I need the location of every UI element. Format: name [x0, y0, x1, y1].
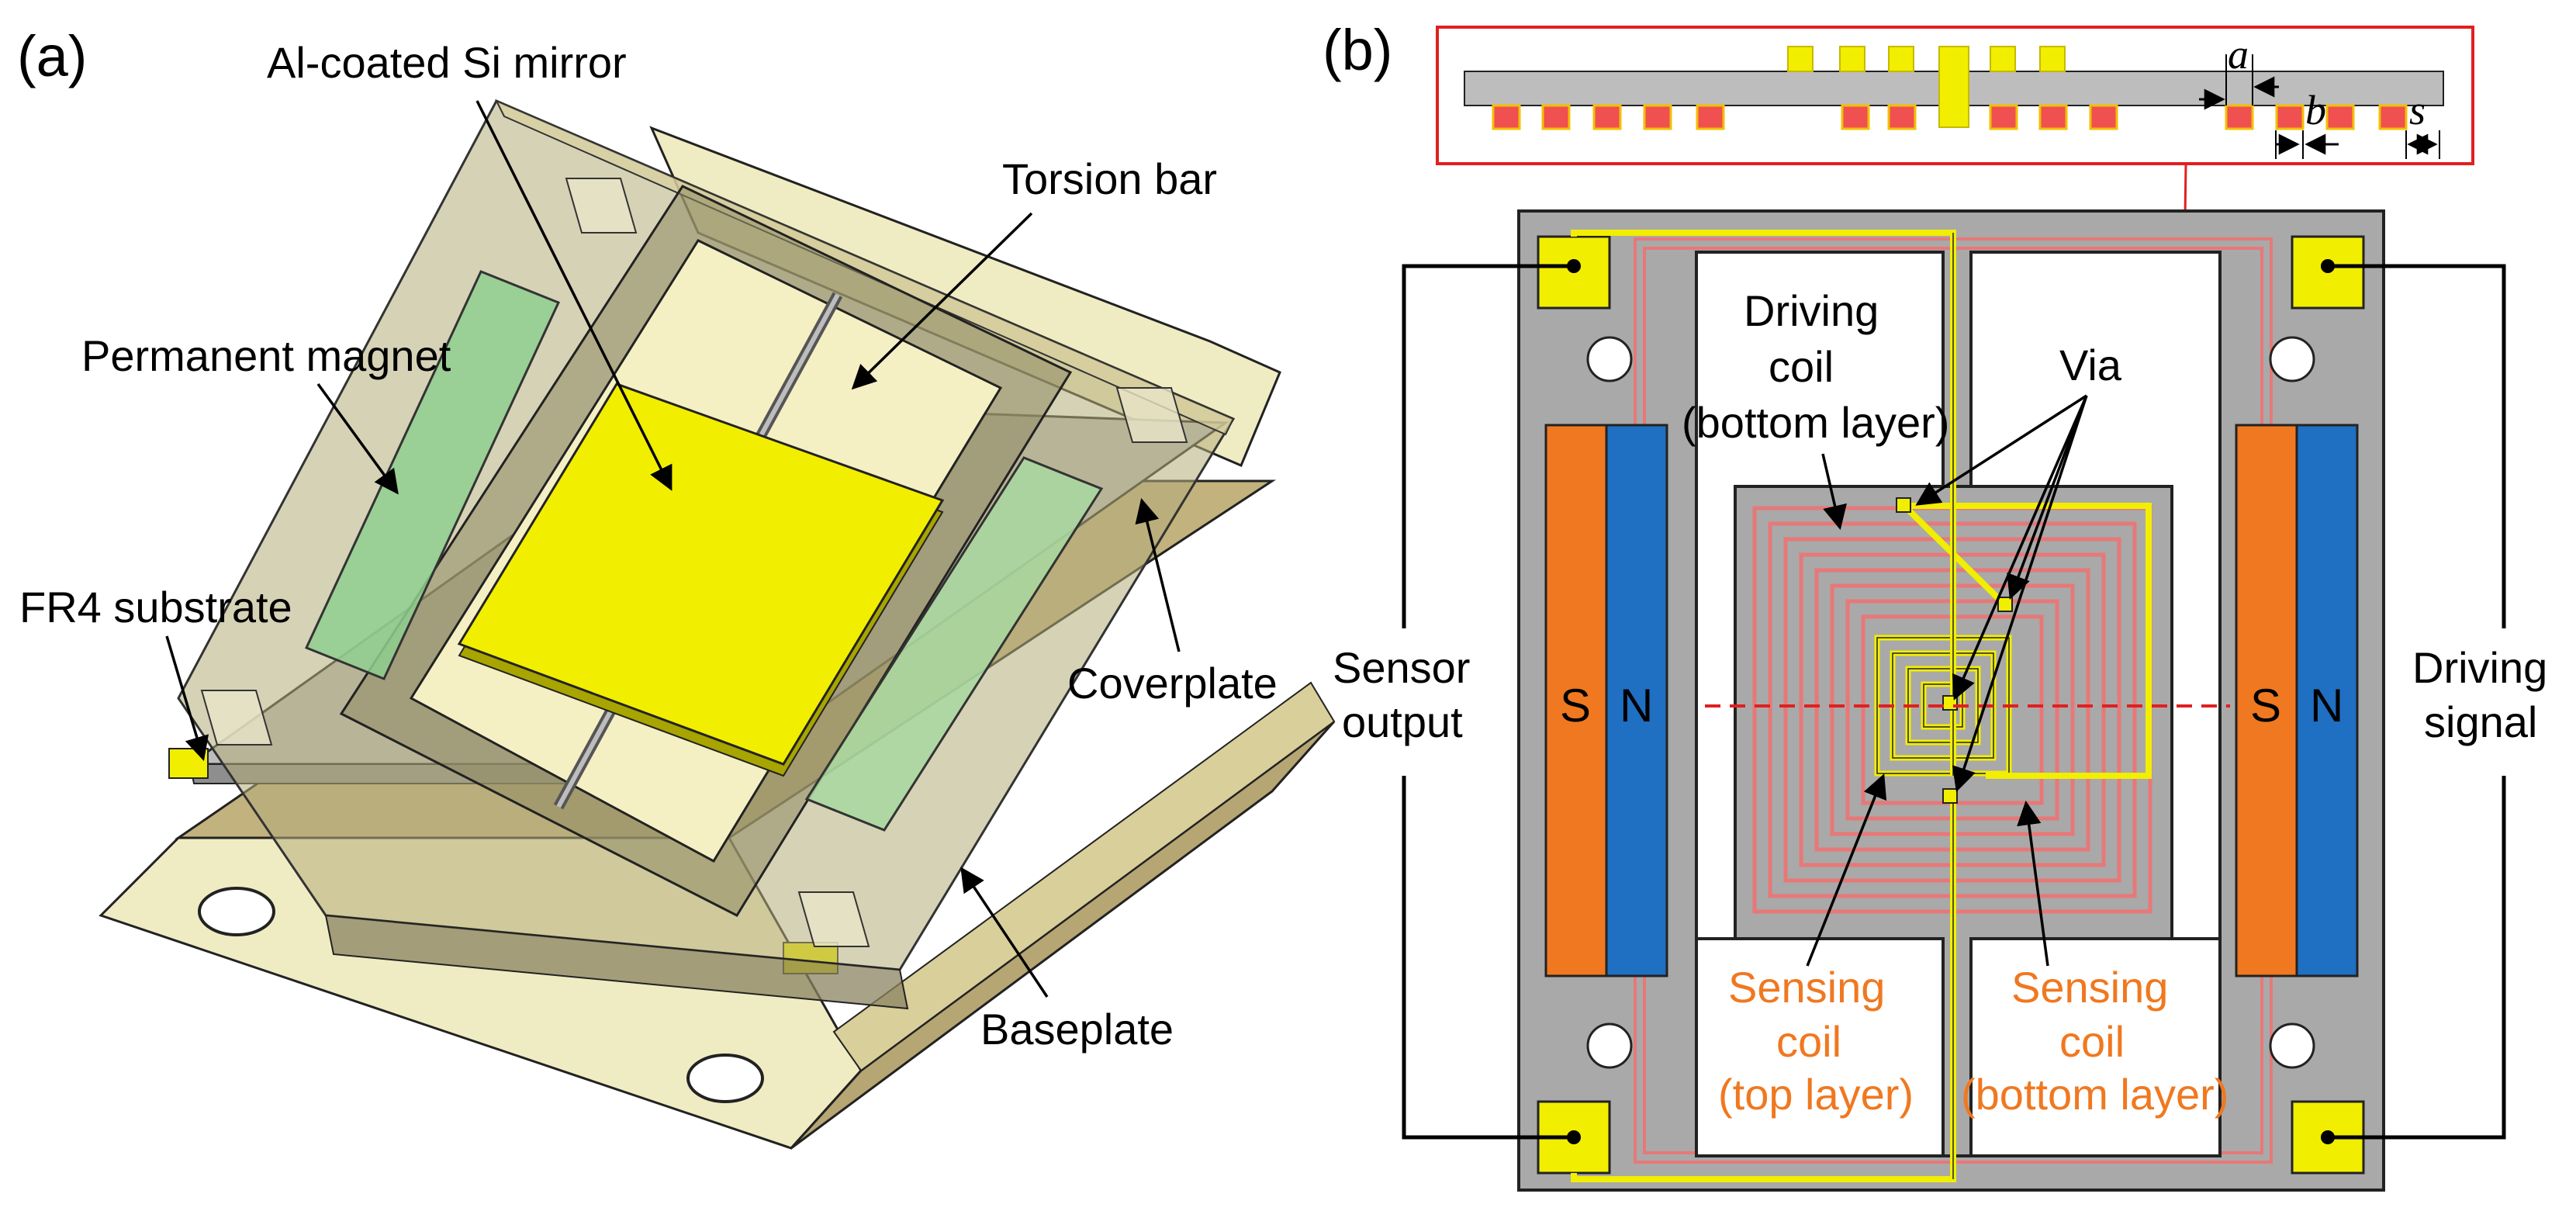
al-coated-si-mirror: [457, 382, 945, 777]
wiring: [1402, 264, 2506, 1140]
dim-b: b: [2305, 87, 2326, 133]
mount-hole: [686, 1054, 764, 1103]
pole-s-right: S: [2250, 680, 2281, 732]
mount-hole: [2269, 1022, 2315, 1069]
pole-n-left: N: [1620, 680, 1653, 732]
label-sensing-top-2: coil: [1776, 1017, 1841, 1066]
dim-a: a: [2228, 31, 2249, 78]
cross-section-inset: a b s: [1436, 26, 2474, 707]
via: [1997, 597, 2013, 612]
label-permanent-magnet: Permanent magnet: [81, 331, 451, 380]
mount-hole: [198, 887, 275, 936]
panel-b-tag: (b): [1323, 18, 1392, 82]
label-sensing-top-3: (top layer): [1718, 1070, 1914, 1119]
label-mirror: Al-coated Si mirror: [267, 38, 627, 87]
leader-mirror: [475, 100, 673, 491]
leader-coverplate: [1135, 497, 1181, 652]
magnet-n-left: [1605, 424, 1668, 977]
label-sensor-output-2: output: [1342, 697, 1463, 746]
pole-n-right: N: [2310, 680, 2343, 732]
via: [1896, 497, 1911, 513]
label-baseplate: Baseplate: [980, 1005, 1174, 1054]
mount-hole: [1586, 1022, 1633, 1069]
magnet-n-right: [2295, 424, 2359, 977]
pcb-board: S N S N: [1517, 209, 2385, 1192]
label-sensing-bottom-2: coil: [2059, 1017, 2125, 1066]
mount-hole: [1586, 336, 1633, 382]
magnet-s-right: [2235, 424, 2298, 977]
leader-fr4-substrate: [165, 635, 209, 762]
panel-b: (b): [1323, 18, 2547, 1192]
label-driving-coil-2: coil: [1769, 342, 1834, 391]
leader-permanent-magnet: [316, 382, 399, 495]
label-coverplate: Coverplate: [1067, 659, 1278, 708]
label-sensor-output-1: Sensor: [1333, 643, 1470, 692]
panel-a: (a) Al-coated Si mirror Torsion bar Perm…: [17, 24, 1336, 1150]
permanent-magnet-right: [804, 456, 1104, 832]
magnet-s-left: [1544, 424, 1608, 977]
label-driving-coil-3: (bottom layer): [1682, 398, 1949, 447]
label-driving-signal-2: signal: [2424, 697, 2537, 746]
leader-torsion-bar: [851, 212, 1033, 390]
leader-via: [1915, 394, 2088, 792]
label-driving-signal-1: Driving: [2412, 643, 2547, 692]
via: [1942, 788, 1958, 804]
label-sensing-bottom-1: Sensing: [2011, 963, 2168, 1012]
mount-hole: [2269, 336, 2315, 382]
label-via: Via: [2059, 341, 2122, 389]
panel-a-tag: (a): [17, 24, 87, 88]
label-driving-coil-1: Driving: [1744, 286, 1879, 335]
dim-s: s: [2409, 87, 2426, 133]
label-sensing-top-1: Sensing: [1728, 963, 1885, 1012]
pole-s-left: S: [1560, 680, 1591, 732]
label-fr4-substrate: FR4 substrate: [19, 583, 292, 631]
leader-baseplate: [960, 867, 1049, 998]
label-sensing-bottom-3: (bottom layer): [1961, 1070, 2228, 1119]
bottom-layer-pads: [1492, 104, 2408, 130]
leader-sensing-top: [1806, 773, 1887, 967]
top-layer-pads: [1787, 46, 2066, 128]
leader-sensing-bottom: [2017, 800, 2049, 967]
label-torsion-bar: Torsion bar: [1002, 154, 1217, 203]
permanent-magnet-left: [304, 270, 561, 680]
leader-driving-coil: [1821, 453, 1847, 531]
